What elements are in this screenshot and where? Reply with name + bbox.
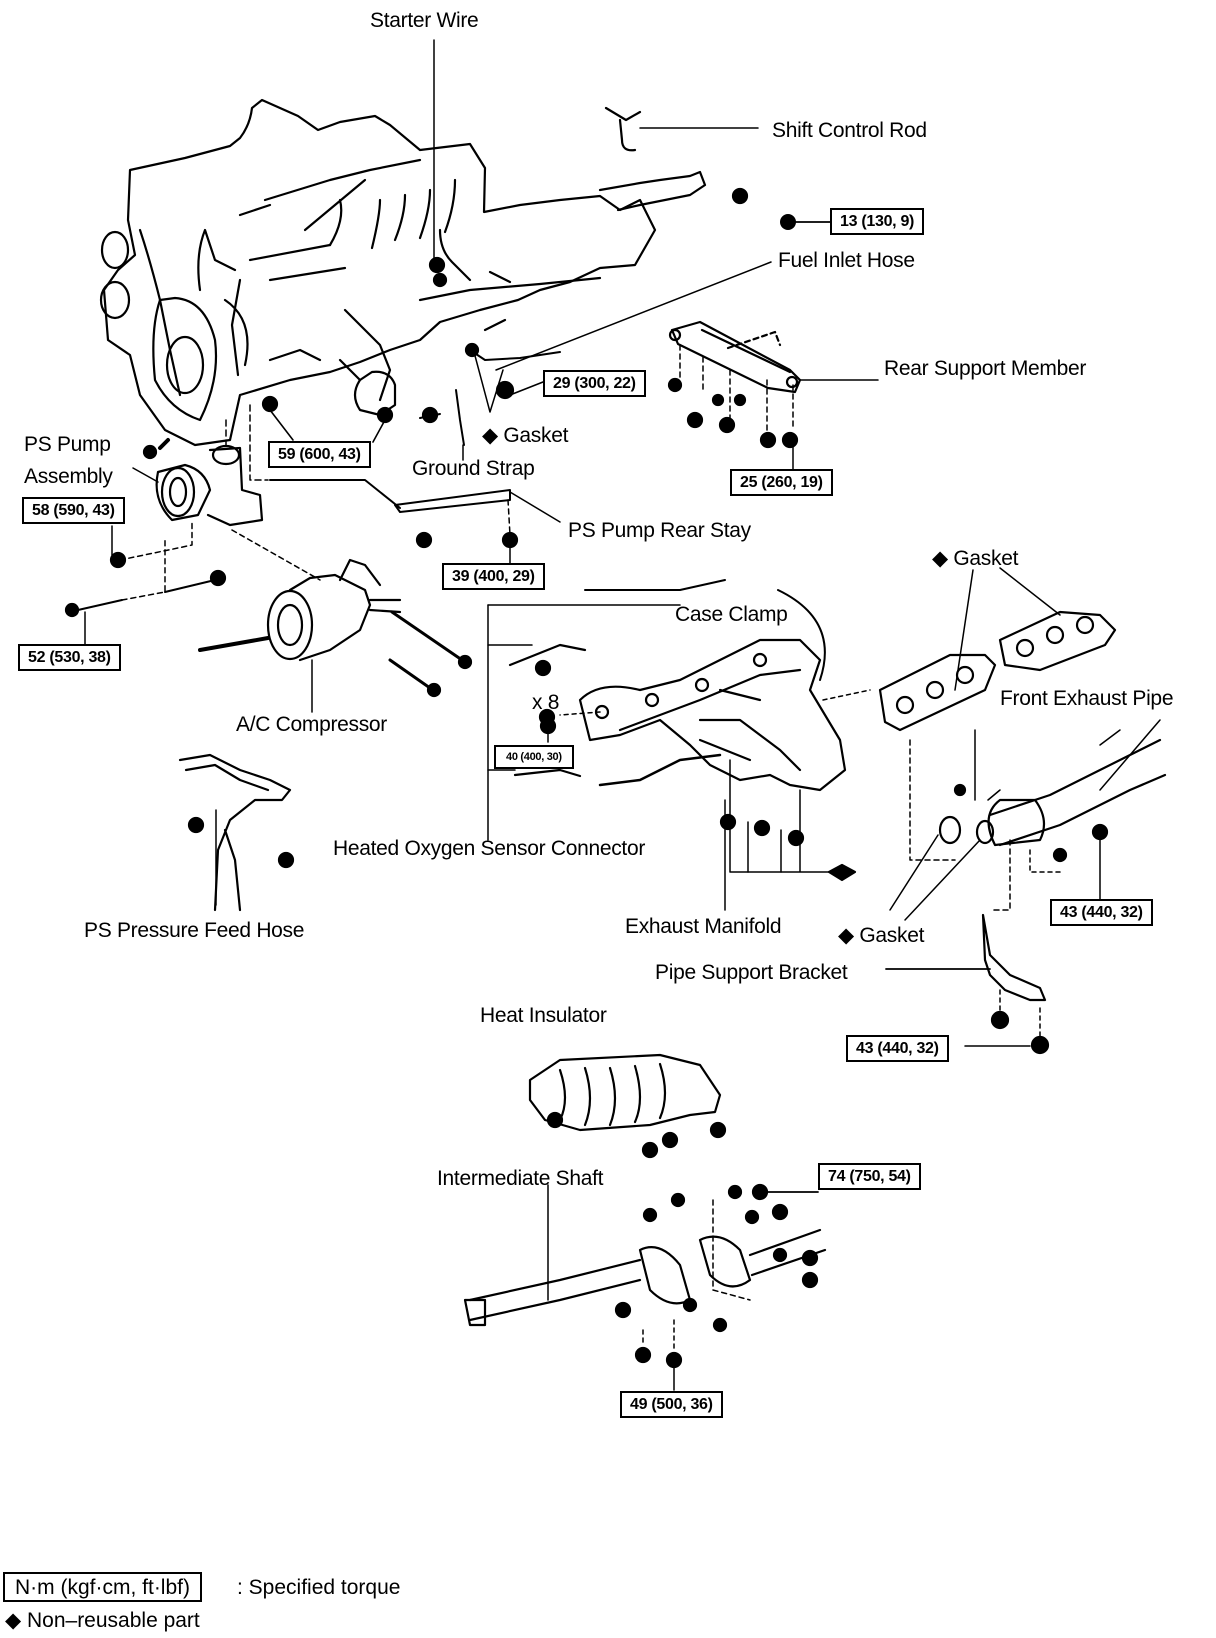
label-ps-pump-rear-stay: PS Pump Rear Stay <box>568 519 751 542</box>
torque-25: 25 (260, 19) <box>730 469 833 496</box>
label-ac-compressor: A/C Compressor <box>236 713 388 736</box>
torque-39: 39 (400, 29) <box>442 563 545 590</box>
label-x8: x 8 <box>532 691 560 714</box>
torque-59: 59 (600, 43) <box>268 441 371 468</box>
shift-control-rod-part <box>598 106 759 212</box>
ps-pressure-feed-hose-illustration <box>178 753 295 912</box>
heat-insulator-illustration <box>528 1053 727 1159</box>
torque-58: 58 (590, 43) <box>22 497 125 524</box>
label-heated-oxygen-sensor-connector: Heated Oxygen Sensor Connector <box>333 837 646 860</box>
label-ps-pump-assembly-line1: PS Pump <box>24 433 111 456</box>
label-intermediate-shaft: Intermediate Shaft <box>437 1167 604 1190</box>
torque-13: 13 (130, 9) <box>830 208 925 235</box>
legend-torque-unit-box: N·m (kgf·cm, ft·lbf) <box>3 1572 202 1603</box>
legend-torque-desc: : Specified torque <box>237 1576 401 1599</box>
label-gasket-top: ◆ Gasket <box>482 424 569 447</box>
label-pipe-support-bracket: Pipe Support Bracket <box>655 961 848 984</box>
torque-43-right: 43 (440, 32) <box>1050 899 1153 926</box>
intermediate-shaft-illustration <box>463 1183 827 1391</box>
label-ps-pressure-feed-hose: PS Pressure Feed Hose <box>84 919 305 942</box>
starter-wire-terminal <box>428 256 448 288</box>
torque-52: 52 (530, 38) <box>18 644 121 671</box>
ps-pump-illustration <box>132 404 269 527</box>
ac-compressor-illustration <box>198 529 473 713</box>
label-rear-support-member: Rear Support Member <box>884 357 1087 380</box>
engine-mount-bolts <box>261 342 515 424</box>
torque-40: 40 (400, 30) <box>494 745 574 770</box>
label-gasket-lower: ◆ Gasket <box>838 924 925 947</box>
torque-74: 74 (750, 54) <box>818 1163 921 1190</box>
label-front-exhaust-pipe: Front Exhaust Pipe <box>1000 687 1174 710</box>
label-shift-control-rod: Shift Control Rod <box>772 119 927 142</box>
label-heat-insulator: Heat Insulator <box>480 1004 607 1027</box>
manifold-gaskets-illustration <box>822 567 1117 732</box>
front-exhaust-pipe-illustration <box>889 719 1167 921</box>
label-fuel-inlet-hose: Fuel Inlet Hose <box>778 249 915 272</box>
label-case-clamp: Case Clamp <box>675 603 788 626</box>
label-exhaust-manifold: Exhaust Manifold <box>625 915 782 938</box>
label-starter-wire: Starter Wire <box>370 9 479 32</box>
torque-29: 29 (300, 22) <box>543 370 646 397</box>
label-ground-strap: Ground Strap <box>412 457 535 480</box>
rear-support-member-part <box>667 320 879 471</box>
engine-illustration <box>99 98 657 447</box>
exhaust-manifold-illustration <box>559 579 857 911</box>
legend-non-reusable: ◆ Non–reusable part <box>5 1609 200 1632</box>
label-gasket-right: ◆ Gasket <box>932 547 1019 570</box>
label-ps-pump-assembly-line2: Assembly <box>24 465 113 488</box>
torque-49: 49 (500, 36) <box>620 1391 723 1418</box>
pipe-support-bracket-illustration <box>885 913 1050 1055</box>
torque-43-bracket: 43 (440, 32) <box>846 1035 949 1062</box>
